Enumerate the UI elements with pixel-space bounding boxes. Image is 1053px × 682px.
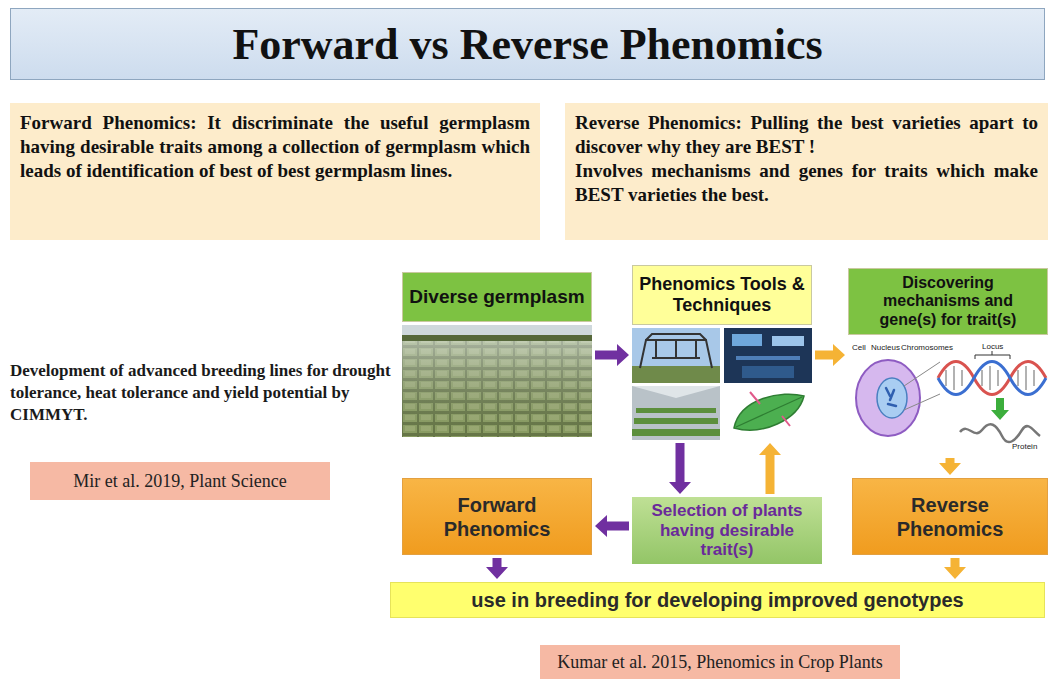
tools-column: Phenomics Tools & Techniques: [632, 265, 812, 440]
flow-arrow: [595, 344, 629, 366]
column-heading: Discovering mechanisms and gene(s) for t…: [855, 274, 1041, 329]
flow-arrow: [815, 344, 845, 366]
part-label: Nucleus: [871, 344, 900, 352]
flow-arrow: [944, 558, 966, 579]
column-heading: Phenomics Tools & Techniques: [639, 274, 805, 315]
definition-text: Forward Phenomics: It discriminate the u…: [20, 111, 530, 183]
process-label: Forward Phenomics: [411, 493, 583, 541]
note-text: Development of advanced breeding lines f…: [10, 360, 395, 426]
band-label: use in breeding for developing improved …: [471, 589, 963, 612]
process-label: Reverse Phenomics: [861, 493, 1039, 541]
definition-box: Forward Phenomics: It discriminate the u…: [10, 103, 540, 240]
column-header: Diverse germplasm: [402, 272, 592, 322]
citation-text: Kumar et al. 2015, Phenomics in Crop Pla…: [557, 652, 882, 673]
title-text: Forward vs Reverse Phenomics: [232, 19, 822, 70]
part-label: Cell: [852, 344, 866, 352]
definition-box: Reverse Phenomics: Pulling the best vari…: [565, 103, 1048, 240]
part-label: Locus: [982, 343, 1003, 351]
flow-arrow: [759, 443, 781, 494]
germplasm-column: Diverse germplasm: [402, 272, 592, 437]
process-box: Reverse Phenomics: [852, 478, 1048, 555]
flow-arrow: [669, 443, 691, 494]
definition-text: Involves mechanisms and genes for traits…: [575, 159, 1038, 207]
selection-label: Selection of plants having desirable tra…: [638, 501, 816, 560]
cell-dna-illustration: [850, 340, 1050, 455]
flow-arrow: [595, 515, 629, 537]
column-heading: Diverse germplasm: [409, 286, 584, 308]
citation-text: Mir et al. 2019, Plant Science: [73, 471, 286, 492]
selection-box: Selection of plants having desirable tra…: [632, 497, 822, 564]
flow-arrow: [486, 558, 508, 579]
title-band: Forward vs Reverse Phenomics: [10, 8, 1045, 80]
definition-text: Reverse Phenomics: Pulling the best vari…: [575, 111, 1038, 159]
part-label: Chromosomes: [901, 344, 953, 352]
phenomics-tools-photos: [632, 328, 812, 440]
process-box: Forward Phenomics: [402, 478, 592, 555]
mechanisms-column: Discovering mechanisms and gene(s) for t…: [848, 268, 1048, 455]
part-label: Protein: [1012, 443, 1037, 451]
flow-arrow: [939, 458, 961, 475]
breeding-band: use in breeding for developing improved …: [390, 582, 1045, 618]
column-header: Discovering mechanisms and gene(s) for t…: [848, 268, 1048, 335]
column-header: Phenomics Tools & Techniques: [632, 265, 812, 325]
citation-box: Kumar et al. 2015, Phenomics in Crop Pla…: [540, 645, 900, 679]
citation-box: Mir et al. 2019, Plant Science: [30, 462, 330, 500]
field-photo: [402, 325, 592, 437]
